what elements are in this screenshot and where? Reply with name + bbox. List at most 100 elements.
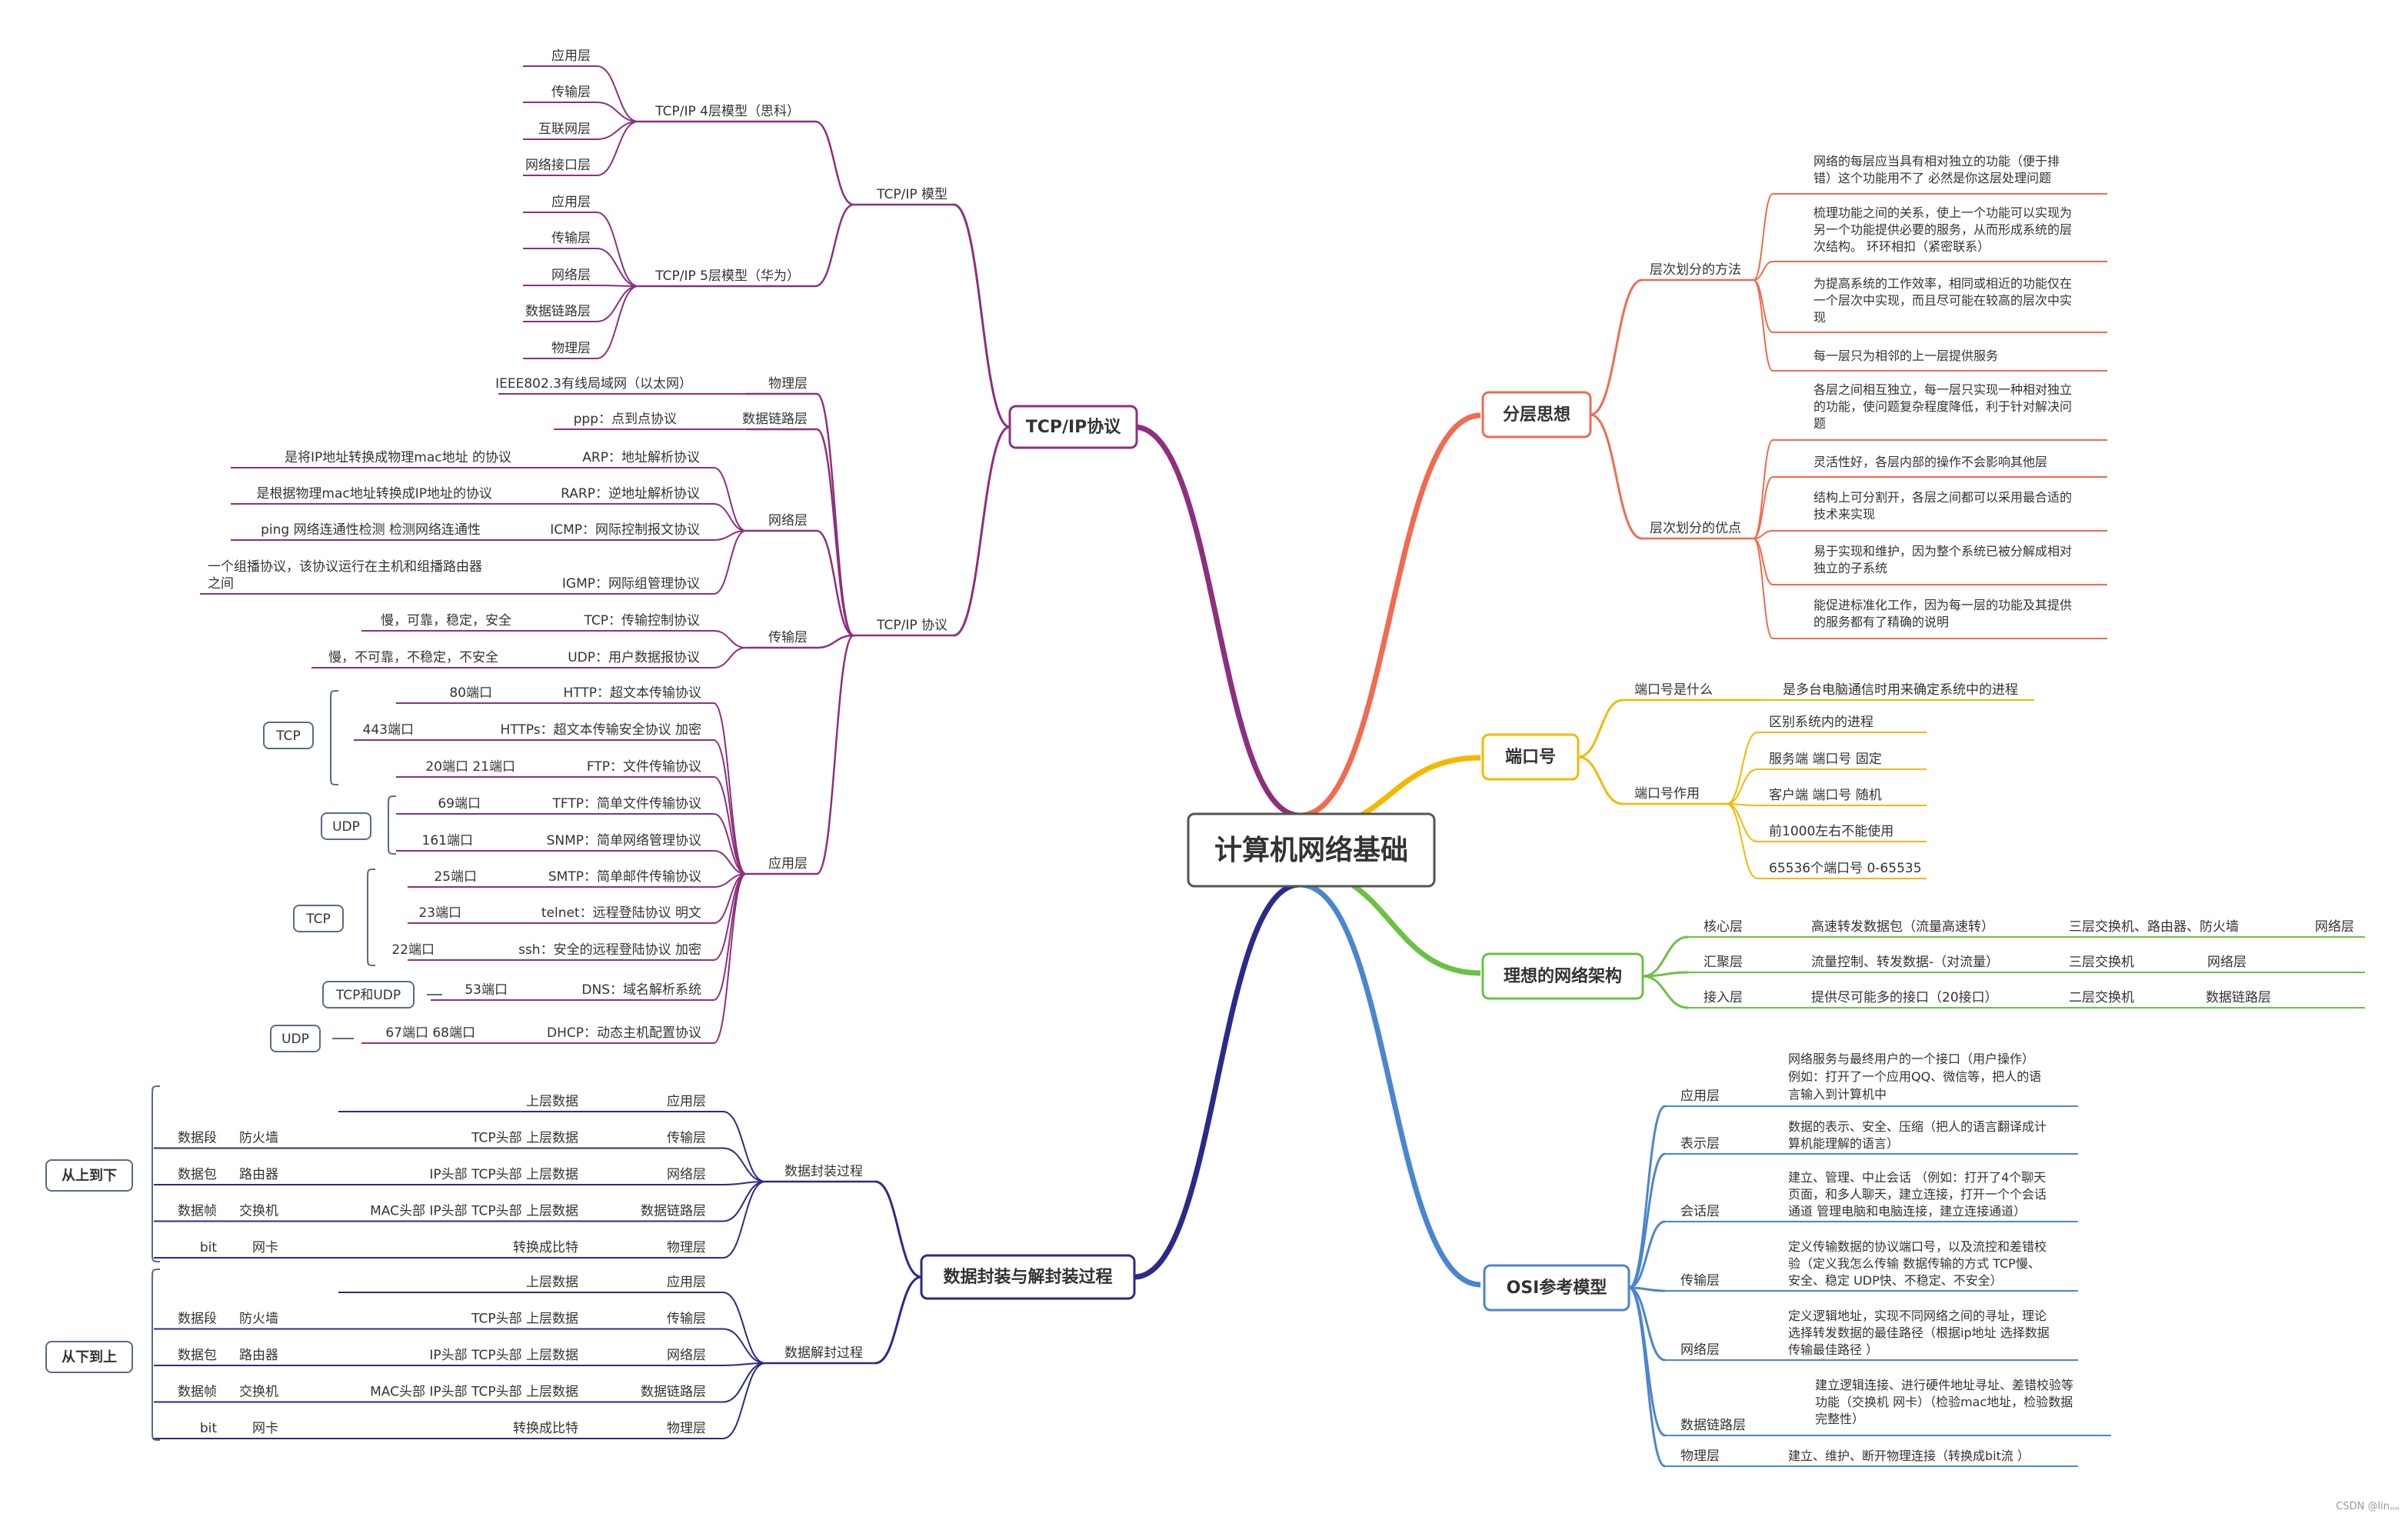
encap-unit: bit [200, 1421, 218, 1436]
branch-connector [722, 1328, 766, 1364]
encap-dec-group[interactable] [45, 1341, 133, 1373]
encap-header: IP头部 TCP头部 上层数据 [429, 1167, 578, 1182]
encap-layer: 传输层 [667, 1312, 706, 1327]
encap-unit: bit [200, 1240, 218, 1255]
four-layer-item: 应用层 [551, 48, 591, 64]
branch-connector [596, 285, 639, 287]
branch-connector [1753, 279, 1774, 372]
topic-osi[interactable] [1483, 1264, 1630, 1312]
datalink-item: ppp：点到点协议 [574, 412, 677, 427]
topic-arch[interactable] [1481, 952, 1644, 1000]
topic-port[interactable] [1481, 733, 1580, 781]
layer-adv-line: 独立的子系统 [1813, 561, 1887, 575]
osi-layer-name: 会话层 [1680, 1204, 1720, 1219]
layer-adv-line: 结构上可分割开，各层之间都可以采用最合适的 [1813, 490, 2072, 505]
branch-connector [713, 530, 747, 595]
osi-layer-desc: 通道 管理电脑和电脑连接，建立连接通道） [1788, 1204, 2026, 1219]
group-udp2-box-label: UDP [281, 1032, 309, 1047]
five-layer-item: 网络层 [551, 268, 591, 283]
topic-layer[interactable] [1481, 391, 1592, 438]
encap-unit: 数据帧 [178, 1204, 217, 1219]
osi-layer-name: 物理层 [1680, 1449, 1720, 1464]
branch-connector [1628, 1286, 1666, 1437]
branch-connector [722, 1181, 766, 1259]
branch-connector [1753, 261, 1774, 281]
network-proto-icmp: ICMP：网际控制报文协议 [550, 522, 700, 538]
tcpip-proto-label: TCP/IP 协议 [876, 618, 948, 633]
app-port-dhcp: 67端口 68端口 [385, 1025, 475, 1041]
group-tcp2-box[interactable] [293, 905, 344, 932]
app-proto-smtp: SMTP：简单邮件传输协议 [548, 869, 701, 885]
topic-encap[interactable] [920, 1254, 1136, 1300]
layer-method-label: 层次划分的方法 [1650, 262, 1741, 278]
port-use-item: 客户端 端口号 随机 [1769, 788, 1882, 803]
branch-tcpip [1134, 424, 1301, 819]
branch-connector [722, 1362, 766, 1403]
encap-dec-group-label: 从下到上 [62, 1349, 117, 1365]
layer-adv-line: 题 [1813, 416, 1826, 431]
proto-layer-transport: 传输层 [768, 630, 808, 645]
branch-connector [1590, 413, 1643, 540]
encap-enc-group[interactable] [45, 1159, 133, 1192]
branch-connector [1726, 803, 1758, 879]
osi-layer-name: 传输层 [1680, 1273, 1720, 1289]
topic-tcpip[interactable] [1008, 405, 1138, 449]
encap-layer: 应用层 [667, 1275, 706, 1290]
app-proto-ssh: ssh：安全的远程登陆协议 加密 [518, 942, 701, 958]
center-topic[interactable] [1187, 812, 1436, 888]
proto-layer-application: 应用层 [768, 856, 808, 872]
arch-level-layer: 数据链路层 [2206, 990, 2271, 1005]
encap-enc-label: 数据封装过程 [784, 1164, 863, 1179]
osi-layer-name: 数据链路层 [1680, 1418, 1746, 1433]
osi-layer-desc: 选择转发数据的最佳路径（根据ip地址 选择数据 [1788, 1325, 2050, 1340]
layer-method-line: 现 [1813, 310, 1826, 325]
group-udp-box-label: UDP [332, 819, 360, 835]
branch-connector [1753, 193, 1774, 281]
encap-device: 路由器 [239, 1167, 278, 1182]
app-proto-ftp: FTP：文件传输协议 [587, 759, 701, 775]
group-udp2-box[interactable] [270, 1025, 321, 1052]
branch-connector [816, 634, 854, 875]
encap-header: MAC头部 IP头部 TCP头部 上层数据 [370, 1385, 578, 1400]
branch-connector [1753, 538, 1774, 639]
app-proto-telnet: telnet：远程登陆协议 明文 [541, 905, 701, 921]
branch-connector [1753, 439, 1774, 539]
group-bracket [152, 1085, 161, 1262]
app-port-ssh: 22端口 [391, 942, 435, 958]
group-udp-box[interactable] [321, 812, 371, 840]
osi-layer-desc: 定义传输数据的协议端口号，以及流控和差错校 [1788, 1239, 2047, 1254]
branch-connector [1590, 278, 1643, 416]
encap-device: 交换机 [239, 1204, 278, 1219]
branch-connector [874, 1180, 922, 1279]
arch-level-desc: 流量控制、转发数据-（对流量） [1811, 955, 1999, 970]
branch-connector [1726, 769, 1758, 805]
branch-connector [1628, 1152, 1666, 1289]
proto-layer-physical: 物理层 [768, 376, 808, 392]
group-tcpudp-box[interactable] [322, 981, 415, 1009]
branch-connector [816, 634, 854, 649]
layer-method-line: 一个层次中实现，而且尽可能在较高的层次中实 [1813, 293, 2072, 308]
topic-arch-label: 理想的网络架构 [1504, 966, 1622, 986]
osi-layer-name: 应用层 [1680, 1089, 1720, 1104]
branch-connector [596, 65, 639, 122]
group-tcp-box[interactable] [263, 722, 314, 749]
osi-layer-desc: 建立逻辑连接、进行硬件地址寻址、差错校验等 [1815, 1378, 2073, 1392]
encap-device: 防火墙 [239, 1131, 278, 1146]
branch-connector [874, 1275, 922, 1365]
transport-udp-desc: 慢，不可靠，不稳定，不安全 [328, 649, 498, 665]
branch-connector [722, 1181, 766, 1222]
app-proto-tftp: TFTP：简单文件传输协议 [552, 796, 702, 812]
branch-connector [722, 1292, 766, 1364]
branch-connector [713, 873, 747, 1001]
branch-connector [953, 425, 1011, 637]
port-use-item: 服务端 端口号 固定 [1769, 752, 1882, 767]
encap-enc-group-label: 从上到下 [62, 1168, 117, 1184]
layer-adv-line: 能促进标准化工作，因为每一层的功能及其提供 [1813, 598, 2072, 612]
branch-connector [596, 285, 639, 322]
proto-layer-datalink: 数据链路层 [742, 412, 808, 427]
layer-method-line: 次结构。 环环相扣（紧密联系） [1813, 239, 1990, 254]
network-proto-igmp: IGMP：网际组管理协议 [562, 576, 700, 592]
network-desc-icmp: ping 网络连通性检测 检测网络连通性 [261, 522, 481, 538]
four-layer-item: 传输层 [551, 85, 591, 100]
